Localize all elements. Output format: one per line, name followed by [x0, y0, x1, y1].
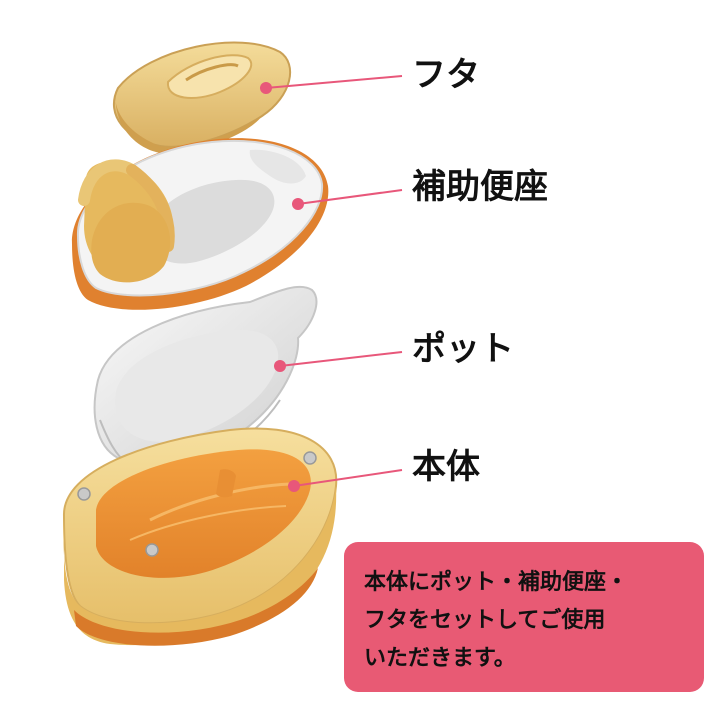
usage-note-box: 本体にポット・補助便座・ フタをセットしてご使用 いただきます。: [344, 542, 704, 692]
label-pot: ポット: [412, 329, 514, 369]
label-seat: 補助便座: [412, 167, 548, 207]
usage-note-line-3: いただきます。: [364, 646, 516, 671]
base-part: [62, 427, 338, 646]
usage-note-line-1: 本体にポット・補助便座・: [364, 570, 629, 595]
label-lid: フタ: [412, 55, 480, 95]
lid-part: [112, 41, 292, 154]
label-base: 本体: [412, 447, 480, 487]
seat-part: [71, 138, 329, 310]
usage-note-line-2: フタをセットしてご使用: [364, 608, 606, 633]
pot-part: [93, 285, 318, 471]
leader-lines: [260, 75, 403, 492]
